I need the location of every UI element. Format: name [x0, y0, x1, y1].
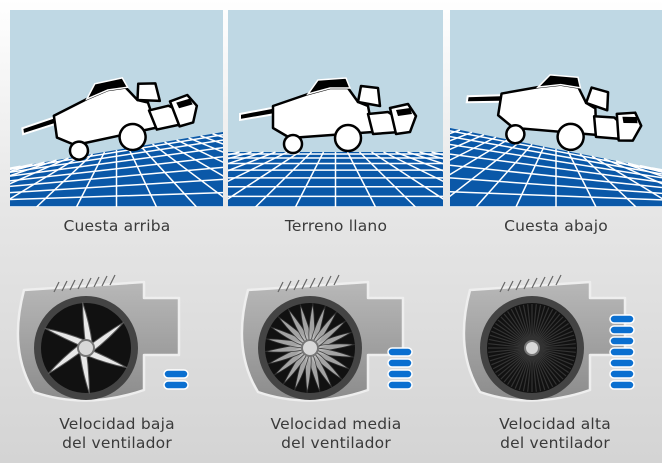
fan-caption-low-line2: del ventilador: [62, 434, 172, 452]
fan-caption-low-line1: Velocidad baja: [59, 415, 175, 433]
fan-caption-high-line2: del ventilador: [500, 434, 610, 452]
fan-caption-high-line1: Velocidad alta: [499, 415, 611, 433]
terrain-panel-downhill: [450, 10, 662, 207]
fan-caption-low: Velocidad baja del ventilador: [7, 415, 227, 453]
speed-level-bar: [163, 369, 189, 379]
combine-downhill-illustration: [450, 10, 662, 207]
fan-high-illustration: [462, 273, 635, 402]
speed-level-bar: [387, 358, 413, 368]
speed-level-bar: [609, 358, 635, 368]
terrain-caption-flat: Terreno llano: [284, 217, 388, 235]
speed-level-indicator: [609, 314, 635, 390]
speed-level-bar: [387, 347, 413, 357]
speed-level-bar: [387, 380, 413, 390]
speed-level-bar: [609, 325, 635, 335]
speed-level-bar: [609, 347, 635, 357]
speed-level-bar: [609, 314, 635, 324]
speed-level-bar: [609, 369, 635, 379]
fan-low-illustration: [16, 273, 189, 402]
terrain-panel-uphill: [10, 10, 223, 207]
combine-flat-illustration: [228, 10, 443, 207]
fan-caption-medium-line1: Velocidad media: [270, 415, 402, 433]
terrain-panel-flat: [228, 10, 443, 207]
fan-medium-speed: [238, 273, 438, 410]
fan-caption-medium: Velocidad media del ventilador: [226, 415, 446, 453]
speed-level-bar: [609, 380, 635, 390]
speed-level-bar: [609, 336, 635, 346]
fan-caption-medium-line2: del ventilador: [281, 434, 391, 452]
terrain-caption-uphill: Cuesta arriba: [63, 217, 171, 235]
speed-level-bar: [387, 369, 413, 379]
fan-high-speed: [460, 273, 660, 410]
terrain-caption-downhill: Cuesta abajo: [504, 217, 608, 235]
combine-uphill-illustration: [10, 10, 223, 207]
fan-low-speed: [14, 273, 214, 410]
fan-caption-high: Velocidad alta del ventilador: [445, 415, 662, 453]
speed-level-bar: [163, 380, 189, 390]
fan-medium-illustration: [240, 273, 413, 402]
speed-level-indicator: [387, 347, 413, 390]
speed-level-indicator: [163, 369, 189, 390]
